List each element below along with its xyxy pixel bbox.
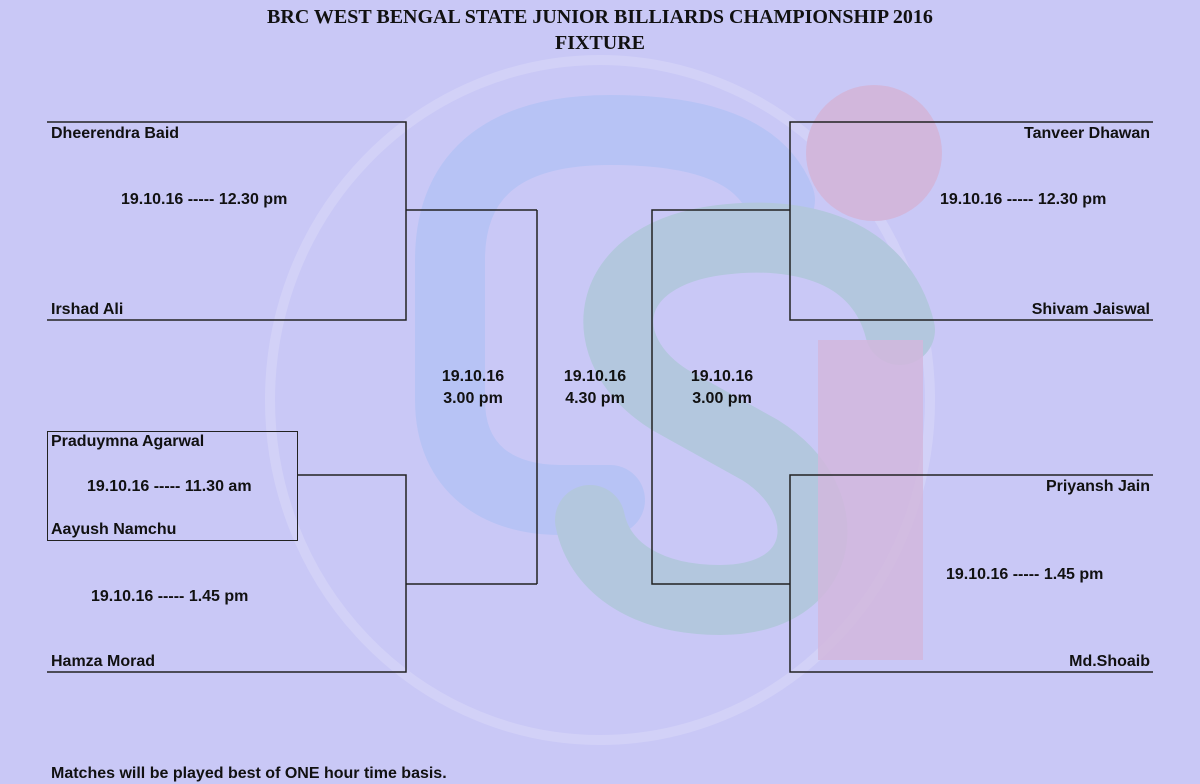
right-top-bracket [789, 121, 1153, 321]
left-bottom-bracket [47, 474, 407, 673]
player-tanveer-dhawan: Tanveer Dhawan [1024, 125, 1150, 142]
right-semi-date: 19.10.16 [690, 368, 754, 385]
footer-note: Matches will be played best of ONE hour … [51, 765, 447, 782]
player-hamza-morad: Hamza Morad [51, 653, 156, 670]
match-time: 19.10.16 ----- 12.30 pm [940, 191, 1107, 208]
page-title: BRC WEST BENGAL STATE JUNIOR BILLIARDS C… [267, 6, 933, 28]
left-semi-time: 3.00 pm [443, 390, 503, 407]
match-time: 19.10.16 ----- 12.30 pm [121, 191, 288, 208]
match-time: 19.10.16 ----- 1.45 pm [91, 588, 249, 605]
final-date: 19.10.16 [563, 368, 627, 385]
player-shivam-jaiswal: Shivam Jaiswal [1031, 301, 1150, 318]
match-time: 19.10.16 ----- 1.45 pm [946, 566, 1104, 583]
match-time: 19.10.16 ----- 11.30 am [87, 478, 252, 495]
player-md-shoaib: Md.Shoaib [1069, 653, 1150, 670]
right-bottom-bracket [789, 474, 1153, 673]
right-semi-time: 3.00 pm [692, 390, 752, 407]
final-time: 4.30 pm [565, 390, 625, 407]
player-praduymna-agarwal: Praduymna Agarwal [51, 433, 205, 450]
player-dheerendra-baid: Dheerendra Baid [51, 125, 180, 142]
left-top-bracket [47, 121, 407, 321]
player-priyansh-jain: Priyansh Jain [1045, 478, 1150, 495]
page-subtitle: FIXTURE [554, 32, 645, 54]
watermark-logo [265, 55, 942, 745]
right-semi-bracket [651, 209, 790, 585]
player-aayush-namchu: Aayush Namchu [51, 521, 177, 538]
player-irshad-ali: Irshad Ali [51, 301, 124, 318]
left-semi-date: 19.10.16 [441, 368, 505, 385]
qualifier-match-box [47, 431, 298, 541]
